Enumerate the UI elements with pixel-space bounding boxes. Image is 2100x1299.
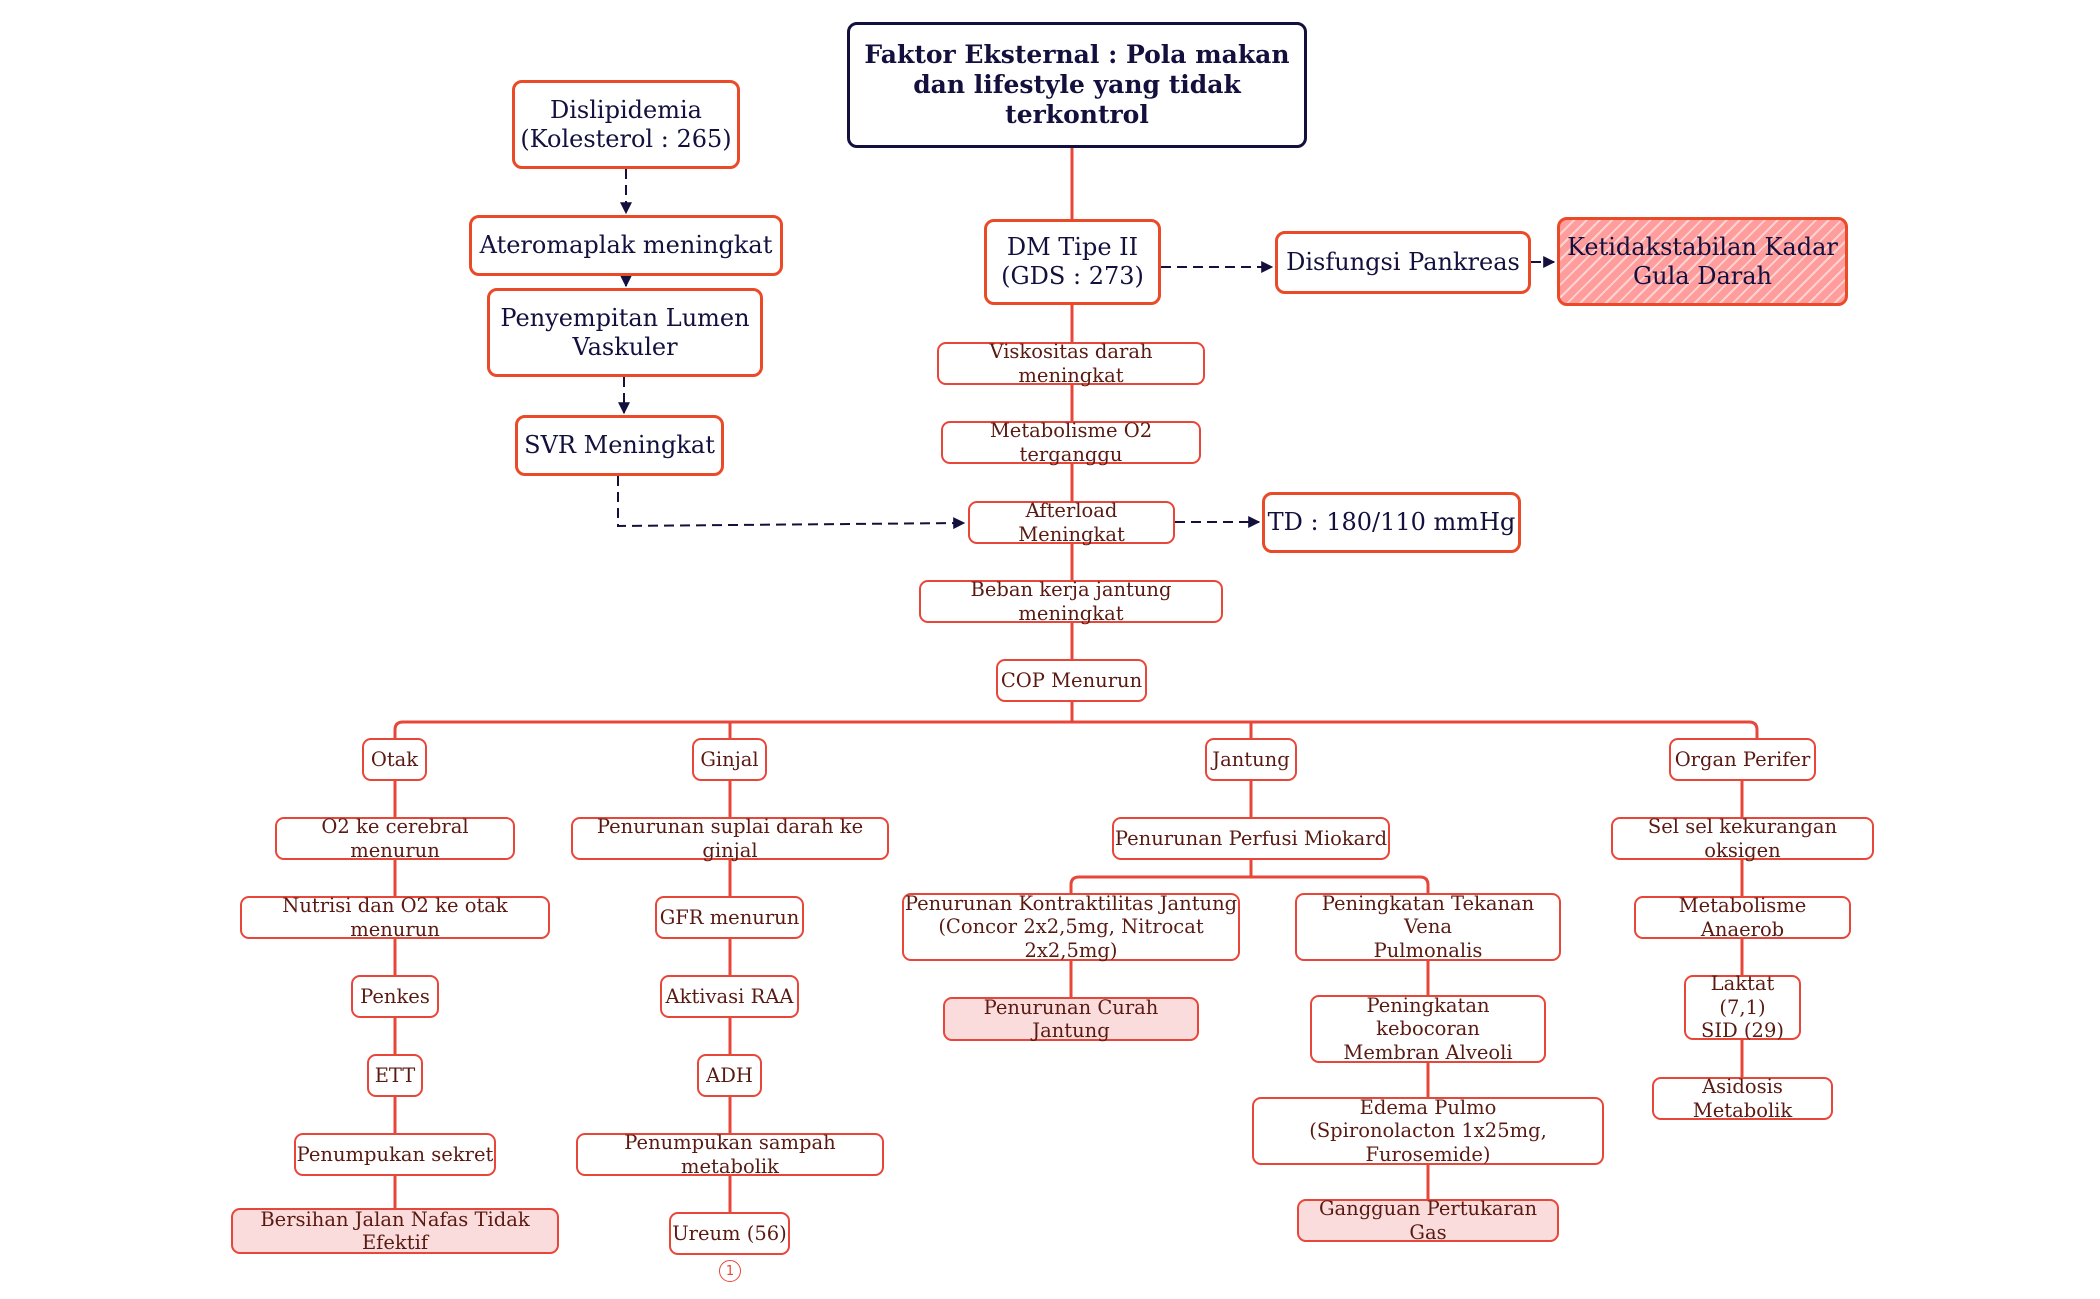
node-adh[interactable]: ADH [697,1054,762,1097]
node-tekanan-darah[interactable]: TD : 180/110 mmHg [1262,492,1521,553]
dashed-arrow-36 [617,476,966,530]
node-o2-cerebral-menurun[interactable]: O2 ke cerebral menurun [275,815,515,862]
node-laktat-sid[interactable]: Laktat (7,1) SID (29) [1684,972,1801,1042]
node-penurunan-curah-jantung[interactable]: Penurunan Curah Jantung [943,996,1199,1042]
node-asidosis-metabolik[interactable]: Asidosis Metabolik [1652,1075,1833,1122]
node-nutrisi-o2-otak-menurun[interactable]: Nutrisi dan O2 ke otak menurun [240,894,550,941]
node-penumpukan-sampah-metabolik[interactable]: Penumpukan sampah metabolik [576,1131,884,1178]
node-bersihan-jalan-nafas-tidak-efektif[interactable]: Bersihan Jalan Nafas Tidak Efektif [231,1208,559,1254]
connector-line-24 [1069,875,1430,893]
node-aktivasi-raa[interactable]: Aktivasi RAA [660,975,799,1018]
node-gangguan-pertukaran-gas[interactable]: Gangguan Pertukaran Gas [1297,1197,1559,1244]
node-ateromaplak-meningkat[interactable]: Ateromaplak meningkat [469,215,783,276]
node-ett[interactable]: ETT [367,1054,423,1097]
node-penumpukan-sekret[interactable]: Penumpukan sekret [294,1133,496,1176]
node-penkes[interactable]: Penkes [351,975,439,1018]
note-marker-1[interactable]: 1 [719,1260,741,1282]
node-dm-tipe-ii[interactable]: DM Tipe II (GDS : 273) [984,219,1161,305]
node-ginjal[interactable]: Ginjal [692,738,767,781]
node-gfr-menurun[interactable]: GFR menurun [655,896,804,939]
node-ketidakstabilan-kadar-gula-darah[interactable]: Ketidakstabilan Kadar Gula Darah [1557,217,1848,306]
node-metabolisme-anaerob[interactable]: Metabolisme Anaerob [1634,894,1851,941]
node-peningkatan-tekanan-vena-pulmonalis[interactable]: Peningkatan Tekanan Vena Pulmonalis [1295,892,1561,962]
node-penyempitan-lumen-vaskuler[interactable]: Penyempitan Lumen Vaskuler [487,288,763,377]
node-penurunan-kontraktilitas-jantung[interactable]: Penurunan Kontraktilitas Jantung (Concor… [902,892,1240,962]
node-jantung[interactable]: Jantung [1205,738,1297,781]
node-dislipidemia[interactable]: Dislipidemia (Kolesterol : 265) [512,80,740,169]
root-node-faktor-eksternal[interactable]: Faktor Eksternal : Pola makan dan lifest… [847,22,1307,148]
node-penurunan-suplai-darah-ginjal[interactable]: Penurunan suplai darah ke ginjal [571,815,889,862]
node-peningkatan-kebocoran-membran-alveoli[interactable]: Peningkatan kebocoran Membran Alveoli [1310,994,1546,1064]
node-edema-pulmo[interactable]: Edema Pulmo (Spironolacton 1x25mg, Furos… [1252,1096,1604,1166]
node-otak[interactable]: Otak [362,738,427,781]
node-viskositas-darah-meningkat[interactable]: Viskositas darah meningkat [937,340,1205,387]
node-sel-kekurangan-oksigen[interactable]: Sel sel kekurangan oksigen [1611,815,1874,862]
node-afterload-meningkat[interactable]: Afterload Meningkat [968,499,1175,546]
node-cop-menurun[interactable]: COP Menurun [996,659,1147,702]
node-metabolisme-o2-terganggu[interactable]: Metabolisme O2 terganggu [941,419,1201,466]
node-ureum[interactable]: Ureum (56) [669,1212,790,1255]
node-svr-meningkat[interactable]: SVR Meningkat [515,415,724,476]
node-organ-perifer[interactable]: Organ Perifer [1669,738,1816,781]
connector-line-7 [393,720,1759,738]
node-disfungsi-pankreas[interactable]: Disfungsi Pankreas [1275,231,1531,294]
node-penurunan-perfusi-miokard[interactable]: Penurunan Perfusi Miokard [1112,817,1390,860]
node-beban-kerja-jantung-meningkat[interactable]: Beban kerja jantung meningkat [919,578,1223,625]
